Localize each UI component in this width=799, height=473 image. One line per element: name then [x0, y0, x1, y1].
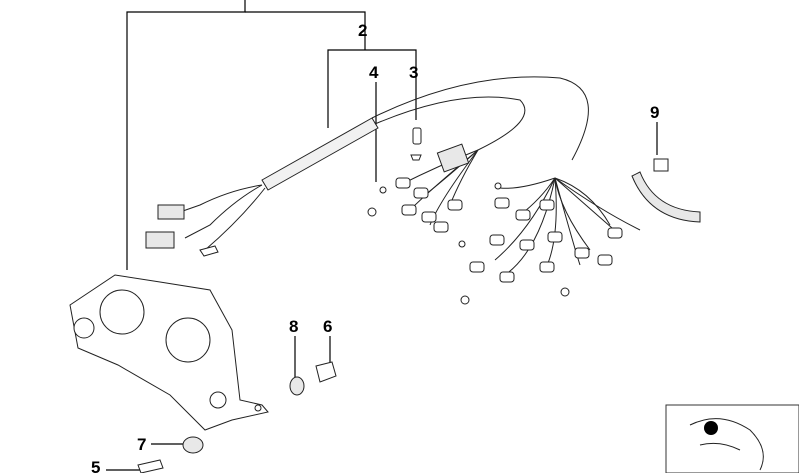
leader-lines — [106, 0, 658, 471]
callout-6: 6 — [323, 317, 332, 336]
connector-cluster-left — [367, 127, 479, 233]
small-parts — [137, 361, 337, 473]
instrument-housing — [69, 274, 269, 431]
callout-7: 7 — [137, 435, 146, 454]
callout-5: 5 — [91, 458, 100, 473]
callout-9: 9 — [650, 103, 659, 122]
connector-cluster-right — [458, 177, 641, 305]
thumbnail-inset — [665, 404, 799, 473]
callout-3: 3 — [409, 63, 418, 82]
callout-4: 4 — [369, 63, 379, 82]
item-9-strap — [631, 158, 701, 223]
callout-2: 2 — [358, 21, 367, 40]
wiring-harness — [145, 76, 589, 257]
callout-labels: 2 4 3 9 8 6 7 5 — [91, 21, 659, 473]
callout-8: 8 — [289, 317, 298, 336]
